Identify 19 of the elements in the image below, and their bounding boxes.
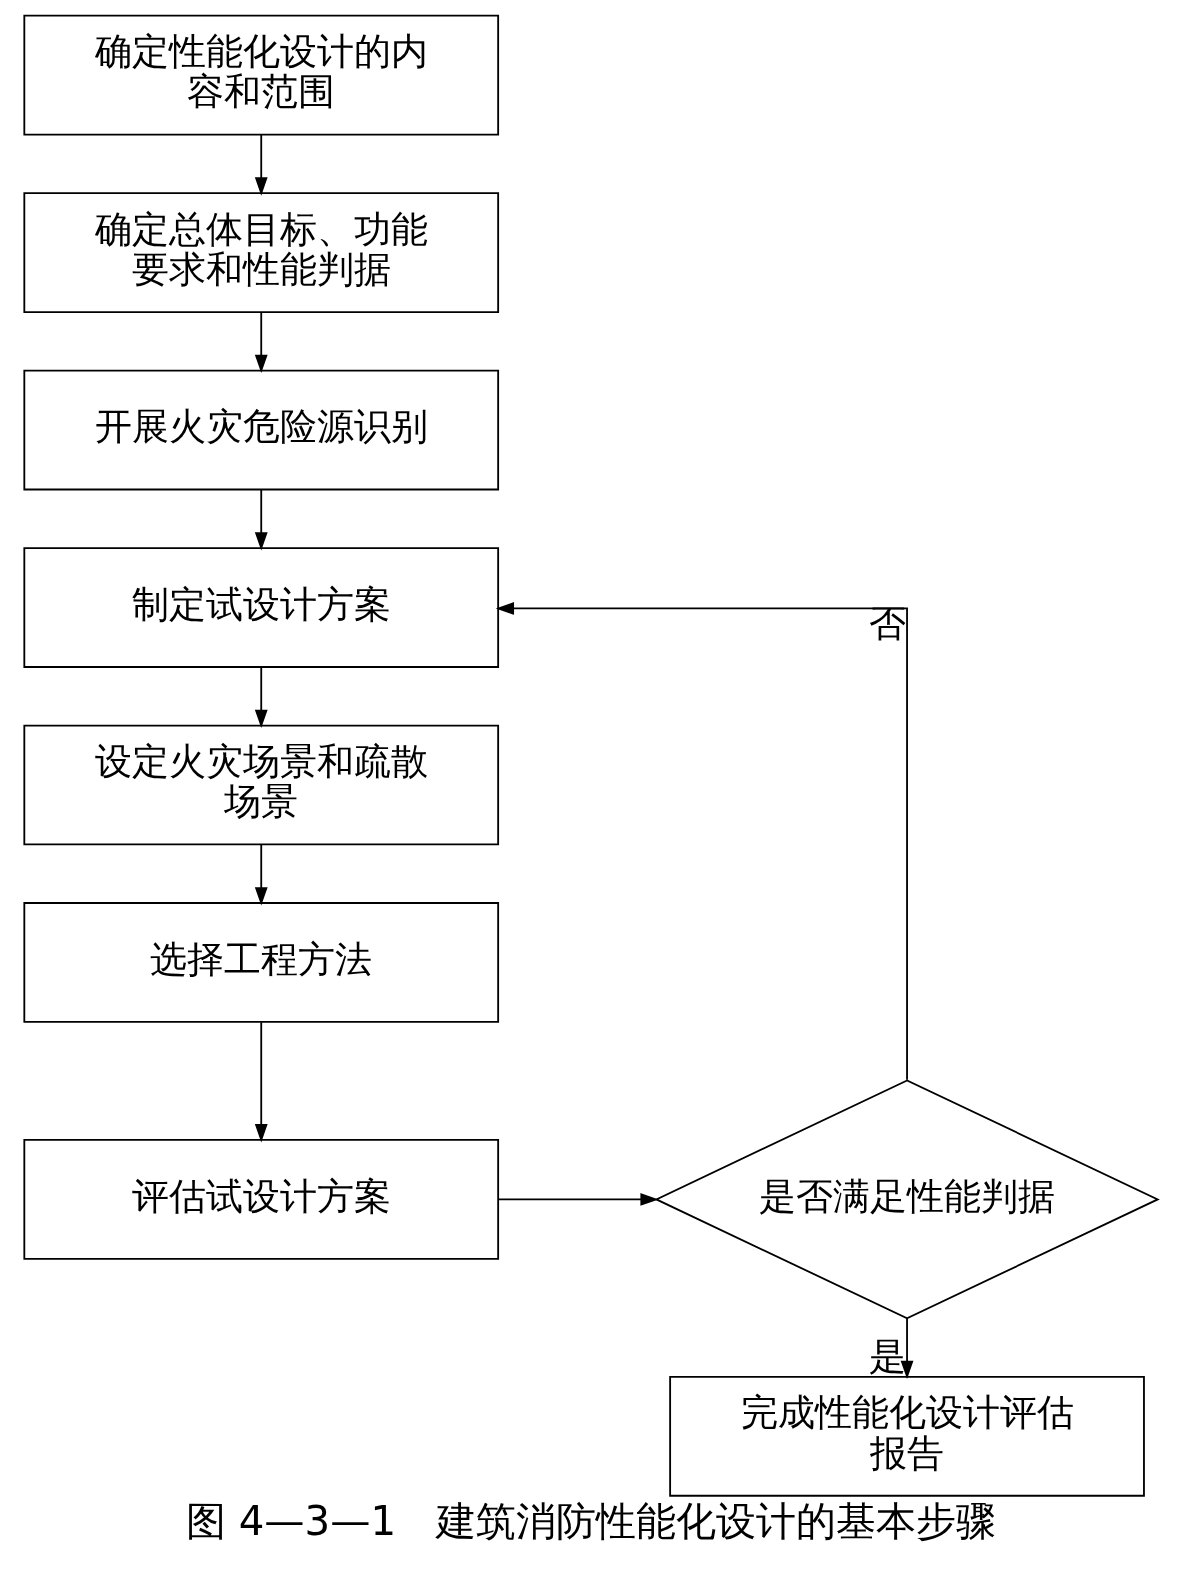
- node-box: 制定试设计方案: [22, 547, 499, 668]
- arrow: [254, 311, 268, 374]
- node-box: 选择工程方法: [22, 902, 499, 1023]
- node-box: 确定总体目标、功能要求和性能判据: [22, 192, 499, 313]
- node-box: 完成性能化设计评估报告: [668, 1375, 1145, 1497]
- arrow: [254, 1021, 268, 1143]
- node-box: 确定性能化设计的内容和范围: [22, 14, 499, 136]
- node-box: 评估试设计方案: [22, 1139, 499, 1260]
- node-box: 设定火灾场景和疏散场景: [22, 724, 499, 846]
- arrow: [254, 843, 268, 906]
- node-diamond: 是否满足性能判据: [653, 1079, 1160, 1320]
- arrow: [900, 1317, 913, 1380]
- arrow: [254, 666, 268, 729]
- arrow: [497, 1192, 659, 1206]
- caption: 图 4—3—1 建筑消防性能化设计的基本步骤: [185, 1498, 996, 1545]
- arrow: [495, 602, 908, 1081]
- node-box: 开展火灾危险源识别: [22, 369, 499, 491]
- arrow: [254, 133, 268, 196]
- arrow: [254, 488, 268, 551]
